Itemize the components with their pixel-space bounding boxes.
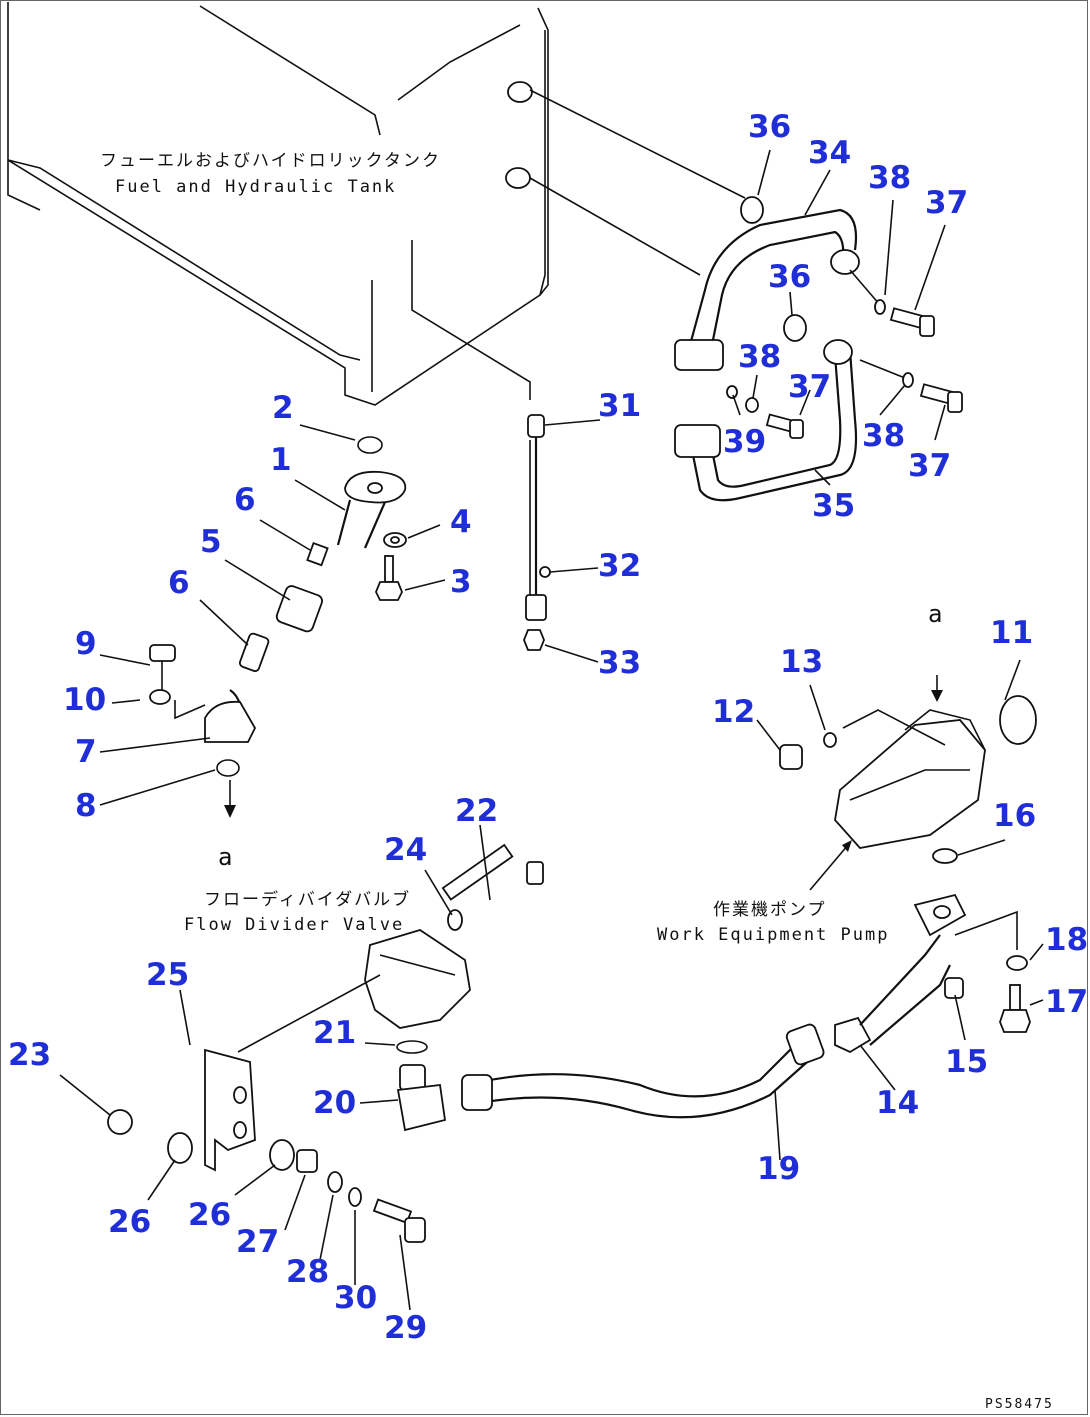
callout-1: 1 [270, 442, 292, 478]
leader-lines [59, 149, 1044, 1311]
callout-8: 8 [75, 788, 97, 824]
callout-3: 3 [450, 564, 472, 600]
handle-upper [674, 208, 860, 371]
work-equipment-pump: 作業機ポンプ Work Equipment Pump [657, 675, 1037, 945]
callout-37b: 37 [788, 369, 831, 405]
callout-38c: 38 [862, 418, 905, 454]
valve-label-jp: フローディバイダバルブ [204, 889, 411, 910]
callout-19: 19 [757, 1151, 800, 1187]
callout-2: 2 [272, 390, 294, 426]
callout-26a: 26 [108, 1204, 151, 1240]
callout-12: 12 [712, 694, 755, 730]
callout-17: 17 [1045, 984, 1088, 1020]
flow-divider-valve: フローディバイダバルブ Flow Divider Valve [184, 843, 544, 1029]
callout-10: 10 [63, 682, 106, 718]
pump-label-jp: 作業機ポンプ [713, 900, 827, 920]
callout-35: 35 [812, 488, 855, 524]
callout-30: 30 [334, 1280, 377, 1316]
callout-39: 39 [723, 424, 766, 460]
callout-13: 13 [780, 644, 823, 680]
bolt-set-right [859, 359, 963, 413]
callout-27: 27 [236, 1224, 279, 1260]
valve-label-en: Flow Divider Valve [184, 915, 404, 935]
callout-38a: 38 [868, 160, 911, 196]
callout-5: 5 [200, 524, 222, 560]
bolt-set-middle [726, 385, 804, 439]
callout-37a: 37 [925, 185, 968, 221]
ref-a-pump: a [928, 600, 942, 628]
callout-25: 25 [146, 957, 189, 993]
fuel-hydraulic-tank: フューエルおよびハイドロリックタンク Fuel and Hydraulic Ta… [7, 2, 549, 406]
callout-14: 14 [876, 1085, 919, 1121]
mounting-bracket [107, 974, 426, 1243]
callout-6a: 6 [234, 482, 256, 518]
callout-34: 34 [808, 135, 851, 171]
tank-label-en: Fuel and Hydraulic Tank [115, 177, 396, 197]
callout-36a: 36 [748, 109, 791, 145]
plug-36-upper [740, 196, 764, 224]
callout-26b: 26 [188, 1197, 231, 1233]
callout-28: 28 [286, 1254, 329, 1290]
tank-label-jp: フューエルおよびハイドロリックタンク [100, 151, 441, 171]
callout-21: 21 [313, 1015, 356, 1051]
handle-lower [674, 339, 858, 502]
callout-36b: 36 [768, 259, 811, 295]
level-gauge [523, 414, 551, 651]
callout-24: 24 [384, 832, 427, 868]
callout-9: 9 [75, 626, 97, 662]
callout-29: 29 [384, 1310, 427, 1346]
ref-a-pipe: a [218, 843, 232, 871]
callout-37c: 37 [908, 448, 951, 484]
callout-16: 16 [993, 798, 1036, 834]
pump-label-en: Work Equipment Pump [657, 925, 889, 945]
callout-11: 11 [990, 615, 1033, 651]
callout-15: 15 [945, 1044, 988, 1080]
callout-31: 31 [598, 388, 641, 424]
callout-7: 7 [75, 734, 97, 770]
callout-33: 33 [598, 645, 641, 681]
callout-38b: 38 [738, 339, 781, 375]
callout-32: 32 [598, 548, 641, 584]
callout-20: 20 [313, 1085, 356, 1121]
drawing-code: PS58475 [985, 1397, 1054, 1412]
plug-36-lower [783, 314, 807, 342]
bolt-set-upper [849, 269, 935, 337]
part-callouts: 2 1 6 5 6 9 10 7 8 4 3 31 32 33 36 34 38… [8, 109, 1088, 1346]
callout-6b: 6 [168, 565, 190, 601]
callout-22: 22 [455, 793, 498, 829]
callout-23: 23 [8, 1037, 51, 1073]
suction-pipe [149, 436, 407, 777]
callout-18: 18 [1045, 922, 1088, 958]
delivery-hose [396, 893, 1031, 1132]
callout-4: 4 [450, 504, 472, 540]
